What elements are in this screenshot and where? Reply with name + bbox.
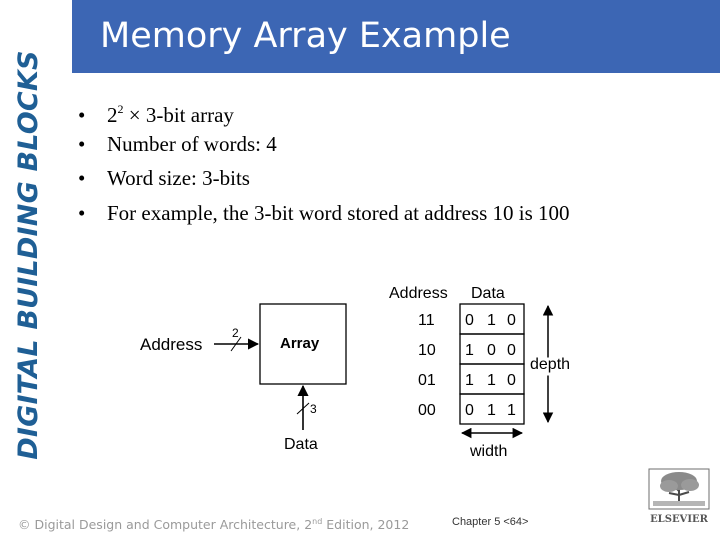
table-bit-cell: 0 [507, 312, 516, 329]
address-input-label: Address [140, 335, 202, 354]
bullet-text: × 3-bit array [123, 103, 234, 127]
side-banner: DIGITAL BUILDING BLOCKS [0, 0, 58, 510]
table-bit-cell: 0 [465, 402, 474, 419]
copyright-text: © Digital Design and Computer Architectu… [18, 517, 313, 532]
width-label: width [469, 443, 507, 460]
bullet-text: Word size: 3-bits [107, 166, 250, 190]
copyright-superscript: nd [312, 517, 323, 526]
bullet-exponent: 2 [117, 102, 124, 116]
elsevier-logo: ELSEVIER [648, 468, 710, 525]
table-address-cell: 11 [418, 312, 435, 329]
bullet-dot: • [78, 200, 86, 225]
copyright-text-end: Edition, 2012 [322, 517, 410, 532]
bullet-dot: • [78, 103, 86, 127]
bullet-text: For example, the 3-bit word stored at ad… [107, 200, 570, 225]
bullet-list: • 22 × 3-bit array • Number of words: 4 • W… [74, 92, 570, 230]
table-bit-cell: 1 [507, 402, 516, 419]
array-block-diagram: Address 2 Array 3 Data [140, 303, 347, 453]
table-bit-cell: 1 [487, 402, 496, 419]
array-label: Array [280, 335, 320, 352]
slide-title: Memory Array Example [100, 16, 511, 56]
table-bit-cell: 1 [487, 372, 496, 389]
logo-ground [653, 501, 705, 506]
table-word-row [459, 393, 525, 425]
bullet-item: • 22 × 3-bit array [74, 92, 570, 127]
title-bar: Memory Array Example [72, 0, 720, 73]
table-bit-cell: 0 [487, 342, 496, 359]
bullet-item: • For example, the 3-bit word stored at a… [74, 196, 570, 231]
tree-canopy-icon [660, 480, 678, 492]
bullet-dot: • [78, 166, 86, 190]
table-bit-cell: 1 [465, 372, 474, 389]
tree-canopy-icon [681, 479, 699, 491]
table-bit-cell: 0 [465, 312, 474, 329]
table-bit-cell: 1 [465, 342, 474, 359]
footer-copyright: © Digital Design and Computer Architectu… [18, 512, 409, 535]
table-address-cell: 01 [418, 372, 436, 389]
data-bus-slash [296, 402, 310, 415]
table-bit-cell: 1 [487, 312, 496, 329]
array-box [259, 303, 347, 385]
address-bus-width: 2 [232, 326, 239, 340]
bullet-item: • Word size: 3-bits [74, 161, 570, 196]
table-address-cell: 10 [418, 342, 436, 359]
logo-wordmark: ELSEVIER [650, 514, 709, 525]
data-output-label: Data [284, 436, 318, 453]
table-bit-cell: 0 [507, 372, 516, 389]
footer-page-number: Chapter 5 <64> [452, 516, 529, 528]
table-address-cell: 00 [418, 402, 436, 419]
address-column-header: Address [389, 285, 448, 302]
memory-table: Address Data 11 10 01 00 0 1 0 1 0 0 1 1… [389, 285, 573, 460]
bullet-text: Number of words: 4 [107, 131, 277, 156]
bullet-dot: • [78, 131, 86, 156]
bullet-item: • Number of words: 4 [74, 127, 570, 162]
data-column-header: Data [471, 285, 505, 302]
address-bus-slash [230, 336, 242, 352]
depth-label: depth [530, 356, 570, 373]
bullet-base: 2 [107, 103, 118, 127]
data-bus-width: 3 [310, 402, 317, 416]
table-bit-cell: 0 [507, 342, 516, 359]
